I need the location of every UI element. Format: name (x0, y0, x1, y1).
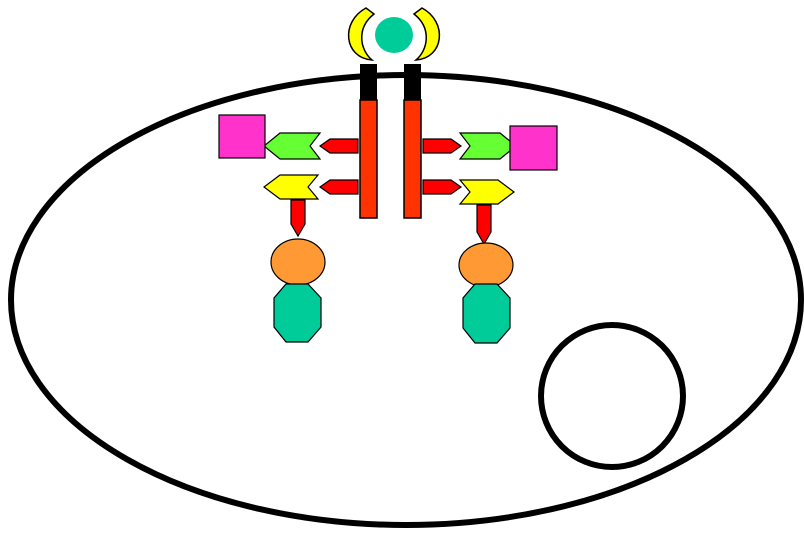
yellow-adaptor-right (460, 180, 514, 204)
down-arrow-left (291, 200, 305, 236)
phospho-arrow-left-upper (320, 139, 358, 153)
binding-cup-right (414, 8, 439, 60)
teal-octagon-right (463, 284, 510, 343)
binding-cup-left (349, 8, 374, 60)
green-adaptor-left (264, 133, 320, 159)
green-adaptor-right (460, 133, 516, 159)
down-arrow-right (477, 205, 491, 244)
receptor-right-body (404, 100, 421, 218)
phospho-arrow-right-lower (423, 180, 461, 194)
ligand (375, 17, 413, 53)
receptor-left-body (360, 100, 377, 218)
phospho-arrow-right-upper (423, 139, 461, 153)
receptor-left (360, 64, 377, 218)
phospho-arrow-left-lower (320, 180, 358, 194)
orange-protein-right (459, 243, 513, 287)
effector-square-left (219, 115, 265, 158)
receptor-right-cap (404, 64, 421, 102)
receptor-left-cap (360, 64, 377, 102)
nucleus (541, 325, 683, 467)
yellow-adaptor-left (264, 175, 318, 199)
orange-protein-left (271, 239, 325, 285)
teal-octagon-left (274, 284, 321, 342)
effector-square-right (510, 126, 557, 170)
receptor-right (404, 64, 421, 218)
